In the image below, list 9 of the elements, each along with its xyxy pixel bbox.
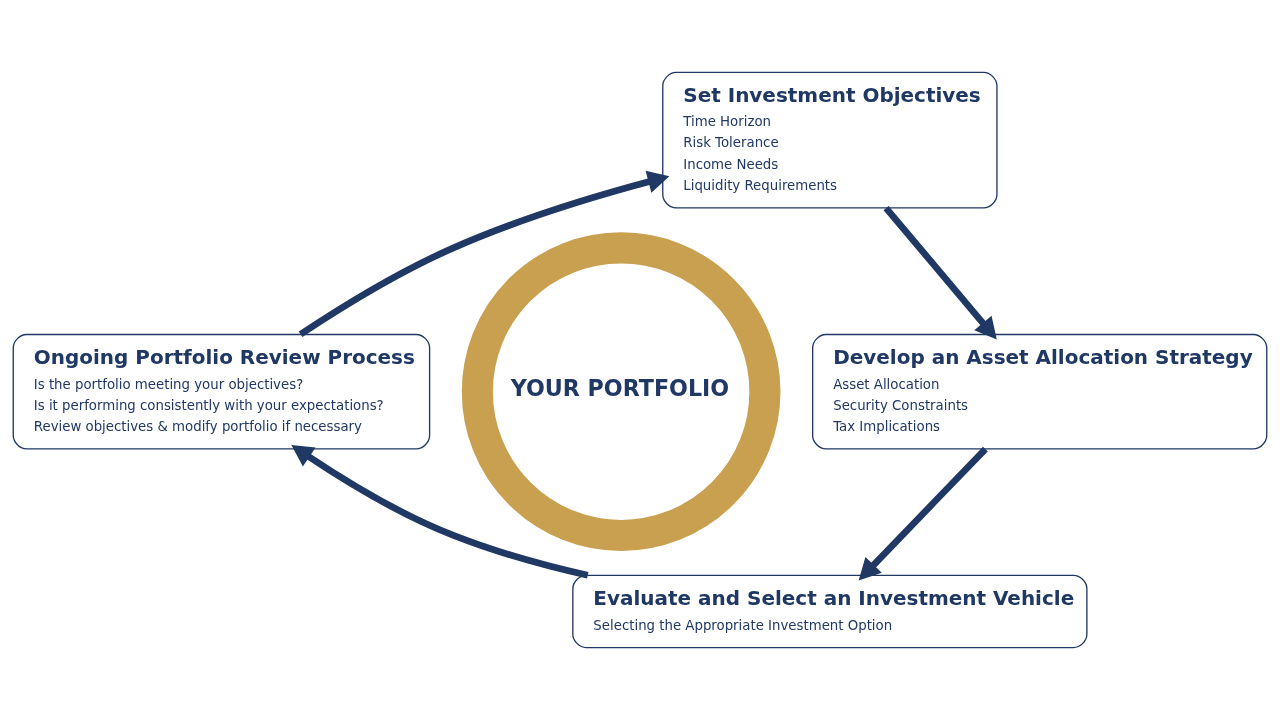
node-box: Evaluate and Select an Investment Vehicle Selecting the Appropriate Investment Option [572,574,1088,649]
arrow [298,170,670,338]
node-box: Set Investment Objectives Time Horizon Risk Tolerance Income Needs Liquidity Requirements [662,71,998,209]
node-box: Develop an Asset Allocation Strategy Asset Allocation Security Constraints Tax Implications [812,333,1268,450]
arrow [291,444,589,579]
arrow [883,205,997,340]
node-box: Ongoing Portfolio Review Process Is the portfolio meeting your objectives? Is it performing consistently with your expectations? Review objectives & modify portfolio if necessary [12,333,431,450]
node-circle: YOUR PORTFOLIO [461,232,781,551]
arrow [858,446,988,581]
